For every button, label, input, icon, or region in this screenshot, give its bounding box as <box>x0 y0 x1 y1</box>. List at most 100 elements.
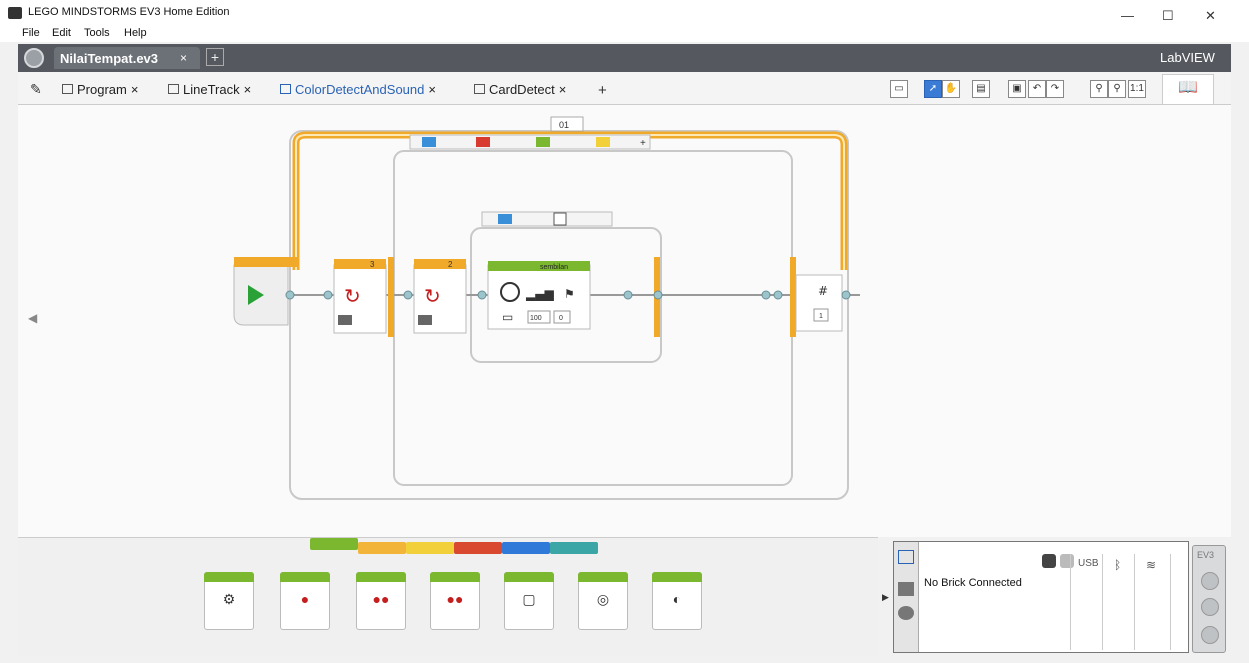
bluetooth-icon: ᛒ <box>1114 558 1122 572</box>
menu-file[interactable]: File <box>22 27 40 39</box>
undo-icon[interactable]: ↶ <box>1028 80 1046 98</box>
project-properties-icon[interactable]: ✎ <box>30 81 42 97</box>
palette-block-sound[interactable]: ◎ <box>578 572 628 630</box>
project-tab-close-icon[interactable]: × <box>180 51 188 65</box>
maximize-button[interactable]: ☐ <box>1162 8 1174 23</box>
brick-status: No Brick Connected <box>924 577 1022 589</box>
case-tab-blue <box>422 137 436 147</box>
volume-icon: ▂▄▆ <box>525 287 554 301</box>
flag-icon: ⚑ <box>564 287 575 301</box>
palette-block-move-steering[interactable]: ●● <box>356 572 406 630</box>
menu-edit[interactable]: Edit <box>52 27 71 39</box>
select-tool-icon[interactable]: ➚ <box>924 80 942 98</box>
tab-label: CardDetect <box>489 81 555 97</box>
case-tab-yellow <box>596 137 610 147</box>
folder-icon: ▭ <box>502 310 513 324</box>
tab-close-icon[interactable]: × <box>243 81 252 97</box>
tab-label: LineTrack <box>183 81 240 97</box>
programming-canvas[interactable]: 01 + 3 ↻ 2 ↻ sembilan ▂▄▆ ⚑ ▭ <box>18 105 1231 537</box>
usb-label: USB <box>1078 558 1099 569</box>
program-diagram: 01 + 3 ↻ 2 ↻ sembilan ▂▄▆ ⚑ ▭ <box>233 116 860 500</box>
download-icon[interactable] <box>1060 554 1074 568</box>
labview-logo: LabVIEW <box>1160 50 1215 65</box>
palette-tab-advanced[interactable] <box>502 542 550 554</box>
app-icon <box>8 7 22 19</box>
port-view-icon[interactable] <box>898 582 914 596</box>
hardware-page: No Brick Connected USB ᛒ ≋ <box>893 541 1189 653</box>
palette-block-large-motor[interactable]: ● <box>280 572 330 630</box>
medium-motor-icon: ⚙ <box>222 591 236 607</box>
brick-information-icon[interactable] <box>898 550 914 564</box>
project-tab-bar: NilaiTempat.ev3 × + LabVIEW <box>18 44 1231 72</box>
minimize-button[interactable]: — <box>1121 8 1134 23</box>
palette-block-display[interactable]: ▢ <box>504 572 554 630</box>
menu-help[interactable]: Help <box>124 27 147 39</box>
case-tab-green <box>536 137 550 147</box>
download-button[interactable] <box>1201 572 1219 590</box>
project-tab[interactable]: NilaiTempat.ev3 × <box>54 47 200 69</box>
palette-tab-sensor[interactable] <box>406 542 454 554</box>
close-button[interactable]: ✕ <box>1205 8 1216 23</box>
zoom-reset-icon[interactable]: 1:1 <box>1128 80 1146 98</box>
add-program-button[interactable]: + <box>598 82 607 99</box>
lobby-icon[interactable] <box>24 48 44 68</box>
move-tank-icon: ●● <box>446 591 464 607</box>
brick-status-light-icon: ◐ <box>672 591 682 607</box>
display-icon: ▢ <box>522 591 536 607</box>
comment-tool-icon[interactable]: ▤ <box>972 80 990 98</box>
sound-icon: ◎ <box>596 591 610 607</box>
save-icon[interactable]: ▣ <box>1008 80 1026 98</box>
palette-block-brick-status-light[interactable]: ◐ <box>652 572 702 630</box>
pan-tool-icon[interactable]: ✋ <box>942 80 960 98</box>
column-divider <box>1134 554 1135 650</box>
palette-tab-data[interactable] <box>454 542 502 554</box>
wait-touch-icon: ↻ <box>424 284 441 308</box>
large-motor-icon: ● <box>300 591 310 607</box>
play-icon <box>248 285 264 305</box>
wait-block-1-value: 3 <box>370 260 375 269</box>
canvas-scroll-left-icon[interactable]: ◀ <box>28 311 38 325</box>
redo-icon[interactable]: ↷ <box>1046 80 1064 98</box>
tab-colordetectandsound[interactable]: ColorDetectAndSound × <box>280 78 436 100</box>
program-tab-bar: ✎ Program × LineTrack × ColorDetectAndSo… <box>18 72 1231 105</box>
window-title: LEGO MINDSTORMS EV3 Home Edition <box>28 6 230 18</box>
download-and-run-button[interactable] <box>1201 598 1219 616</box>
tab-close-icon[interactable]: × <box>130 81 139 97</box>
collapse-hardware-icon[interactable]: ▶ <box>882 592 889 602</box>
zoom-in-icon[interactable]: ⚲ <box>1108 80 1126 98</box>
run-selected-button[interactable] <box>1201 626 1219 644</box>
add-project-button[interactable]: + <box>206 48 224 66</box>
inner-case-tab-blue <box>498 214 512 224</box>
loop-end-block <box>795 274 843 332</box>
loop-count-icon: # <box>818 284 828 298</box>
sound-volume-value: 100 <box>530 315 542 322</box>
palette-tab-flow[interactable] <box>358 542 406 554</box>
available-bricks-icon[interactable] <box>898 606 914 620</box>
sound-play-type-value: 0 <box>559 315 563 322</box>
sound-icon <box>500 282 520 302</box>
tab-linetrack[interactable]: LineTrack × <box>168 78 251 100</box>
hardware-tabs <box>894 542 919 652</box>
column-divider <box>1070 554 1071 650</box>
inner-case-label: sembilan <box>540 264 568 271</box>
tab-program[interactable]: Program × <box>62 78 138 100</box>
palette-block-medium-motor[interactable]: ⚙ <box>204 572 254 630</box>
palette-block-move-tank[interactable]: ●● <box>430 572 480 630</box>
move-steering-icon: ●● <box>372 591 390 607</box>
zoom-out-icon[interactable]: ⚲ <box>1090 80 1108 98</box>
tab-label: ColorDetectAndSound <box>295 81 425 97</box>
tab-carddetect[interactable]: CardDetect × <box>474 78 566 100</box>
menu-tools[interactable]: Tools <box>84 27 110 39</box>
palette-tab-action[interactable] <box>310 538 358 550</box>
tab-close-icon[interactable]: × <box>428 81 436 97</box>
case-tab-red <box>476 137 490 147</box>
palette-tab-myblocks[interactable] <box>550 542 598 554</box>
program-icon <box>280 84 291 94</box>
comment-icon[interactable]: ▭ <box>890 80 908 98</box>
program-icon <box>474 84 485 94</box>
tab-label: Program <box>77 81 127 97</box>
programming-palette: ⚙ ● ●● ●● ▢ ◎ ◐ <box>18 537 878 656</box>
content-editor-icon[interactable]: 📖 <box>1162 74 1214 104</box>
tab-close-icon[interactable]: × <box>558 81 567 97</box>
refresh-icon[interactable] <box>1042 554 1056 568</box>
